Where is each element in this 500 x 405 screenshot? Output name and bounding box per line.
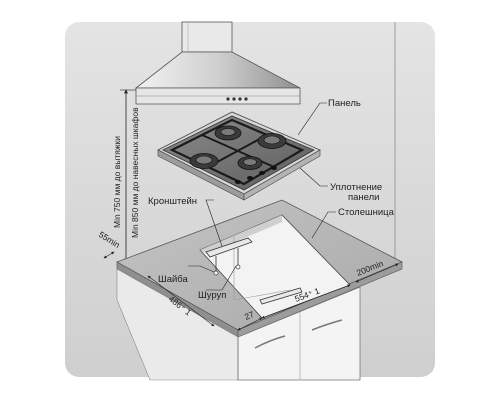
label-screw: Шуруп xyxy=(198,290,226,301)
burner xyxy=(257,133,287,149)
hood-clearance-label: Min 750 мм до вытяжки xyxy=(112,136,122,228)
label-washer: Шайба xyxy=(158,274,189,285)
gas-hob xyxy=(157,111,321,201)
control-knob xyxy=(247,176,253,180)
leader-lines xyxy=(188,102,336,291)
range-hood xyxy=(134,21,301,105)
label-panel-seal-line1: Уплотнение xyxy=(330,182,382,193)
control-knob xyxy=(235,180,241,184)
label-panel: Панель xyxy=(328,98,361,109)
label-panel-seal-line2: панели xyxy=(348,192,380,203)
burner xyxy=(189,153,219,169)
control-knob xyxy=(259,171,265,175)
bracket-offset-label: 27 xyxy=(243,309,256,322)
label-bracket: Кронштейн xyxy=(148,196,197,207)
label-countertop: Столешница xyxy=(338,207,395,218)
burner xyxy=(214,125,242,141)
vertical-clearance-dimension: Min 750 мм до вытяжки Min 850 мм до наве… xyxy=(112,89,140,263)
cabinet-clearance-label: Min 850 мм до навесных шкафов xyxy=(130,107,140,238)
bracket-offset-dimension: 27 xyxy=(237,309,263,331)
control-knob xyxy=(271,166,277,170)
burner xyxy=(237,156,263,170)
